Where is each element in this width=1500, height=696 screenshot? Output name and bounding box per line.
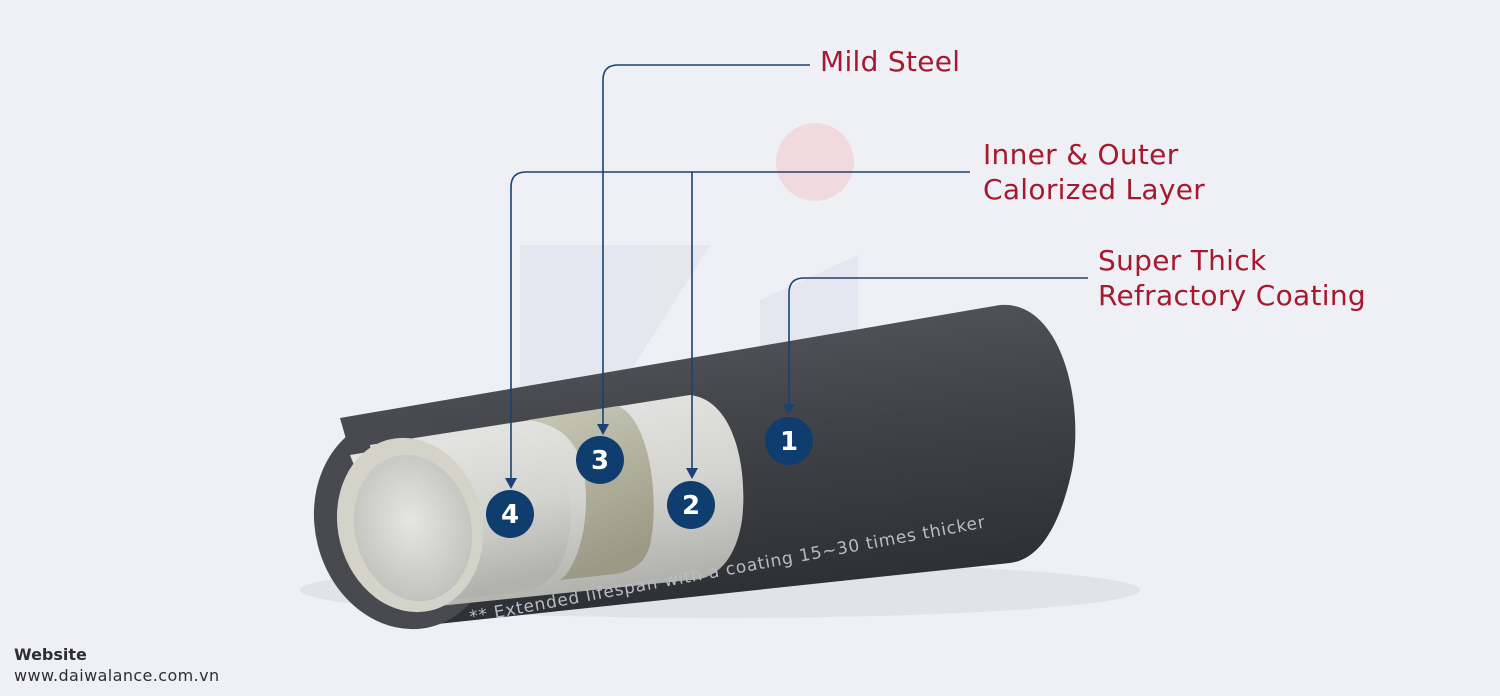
svg-text:3: 3 xyxy=(591,446,609,476)
label-refractory-coating: Super Thick Refractory Coating xyxy=(1098,243,1366,313)
footer-title: Website xyxy=(14,645,87,664)
footer-website: Website www.daiwalance.com.vn xyxy=(14,644,220,686)
marker-1: 1 xyxy=(765,417,813,465)
layer-mild-steel xyxy=(528,406,654,580)
svg-text:2: 2 xyxy=(682,491,700,521)
leader-coating xyxy=(788,277,1088,408)
marker-2: 2 xyxy=(667,481,715,529)
label-calorized-line1: Inner & Outer xyxy=(983,138,1179,171)
label-calorized-layer: Inner & Outer Calorized Layer xyxy=(983,137,1205,207)
marker-3: 3 xyxy=(576,436,624,484)
label-mild-steel-text: Mild Steel xyxy=(820,45,961,78)
label-calorized-line2: Calorized Layer xyxy=(983,173,1206,206)
label-coating-line1: Super Thick xyxy=(1098,244,1267,277)
svg-text:1: 1 xyxy=(780,427,798,457)
svg-text:4: 4 xyxy=(501,500,519,530)
layer-calorized-inner xyxy=(336,428,571,613)
leader-mild-steel xyxy=(602,64,810,428)
footer-url[interactable]: www.daiwalance.com.vn xyxy=(14,666,220,685)
leader-calorized xyxy=(510,171,970,482)
marker-4: 4 xyxy=(486,490,534,538)
leader-lines xyxy=(510,64,1088,482)
label-mild-steel: Mild Steel xyxy=(820,44,960,79)
label-coating-line2: Refractory Coating xyxy=(1098,279,1366,312)
leader-arrowheads xyxy=(505,404,795,489)
